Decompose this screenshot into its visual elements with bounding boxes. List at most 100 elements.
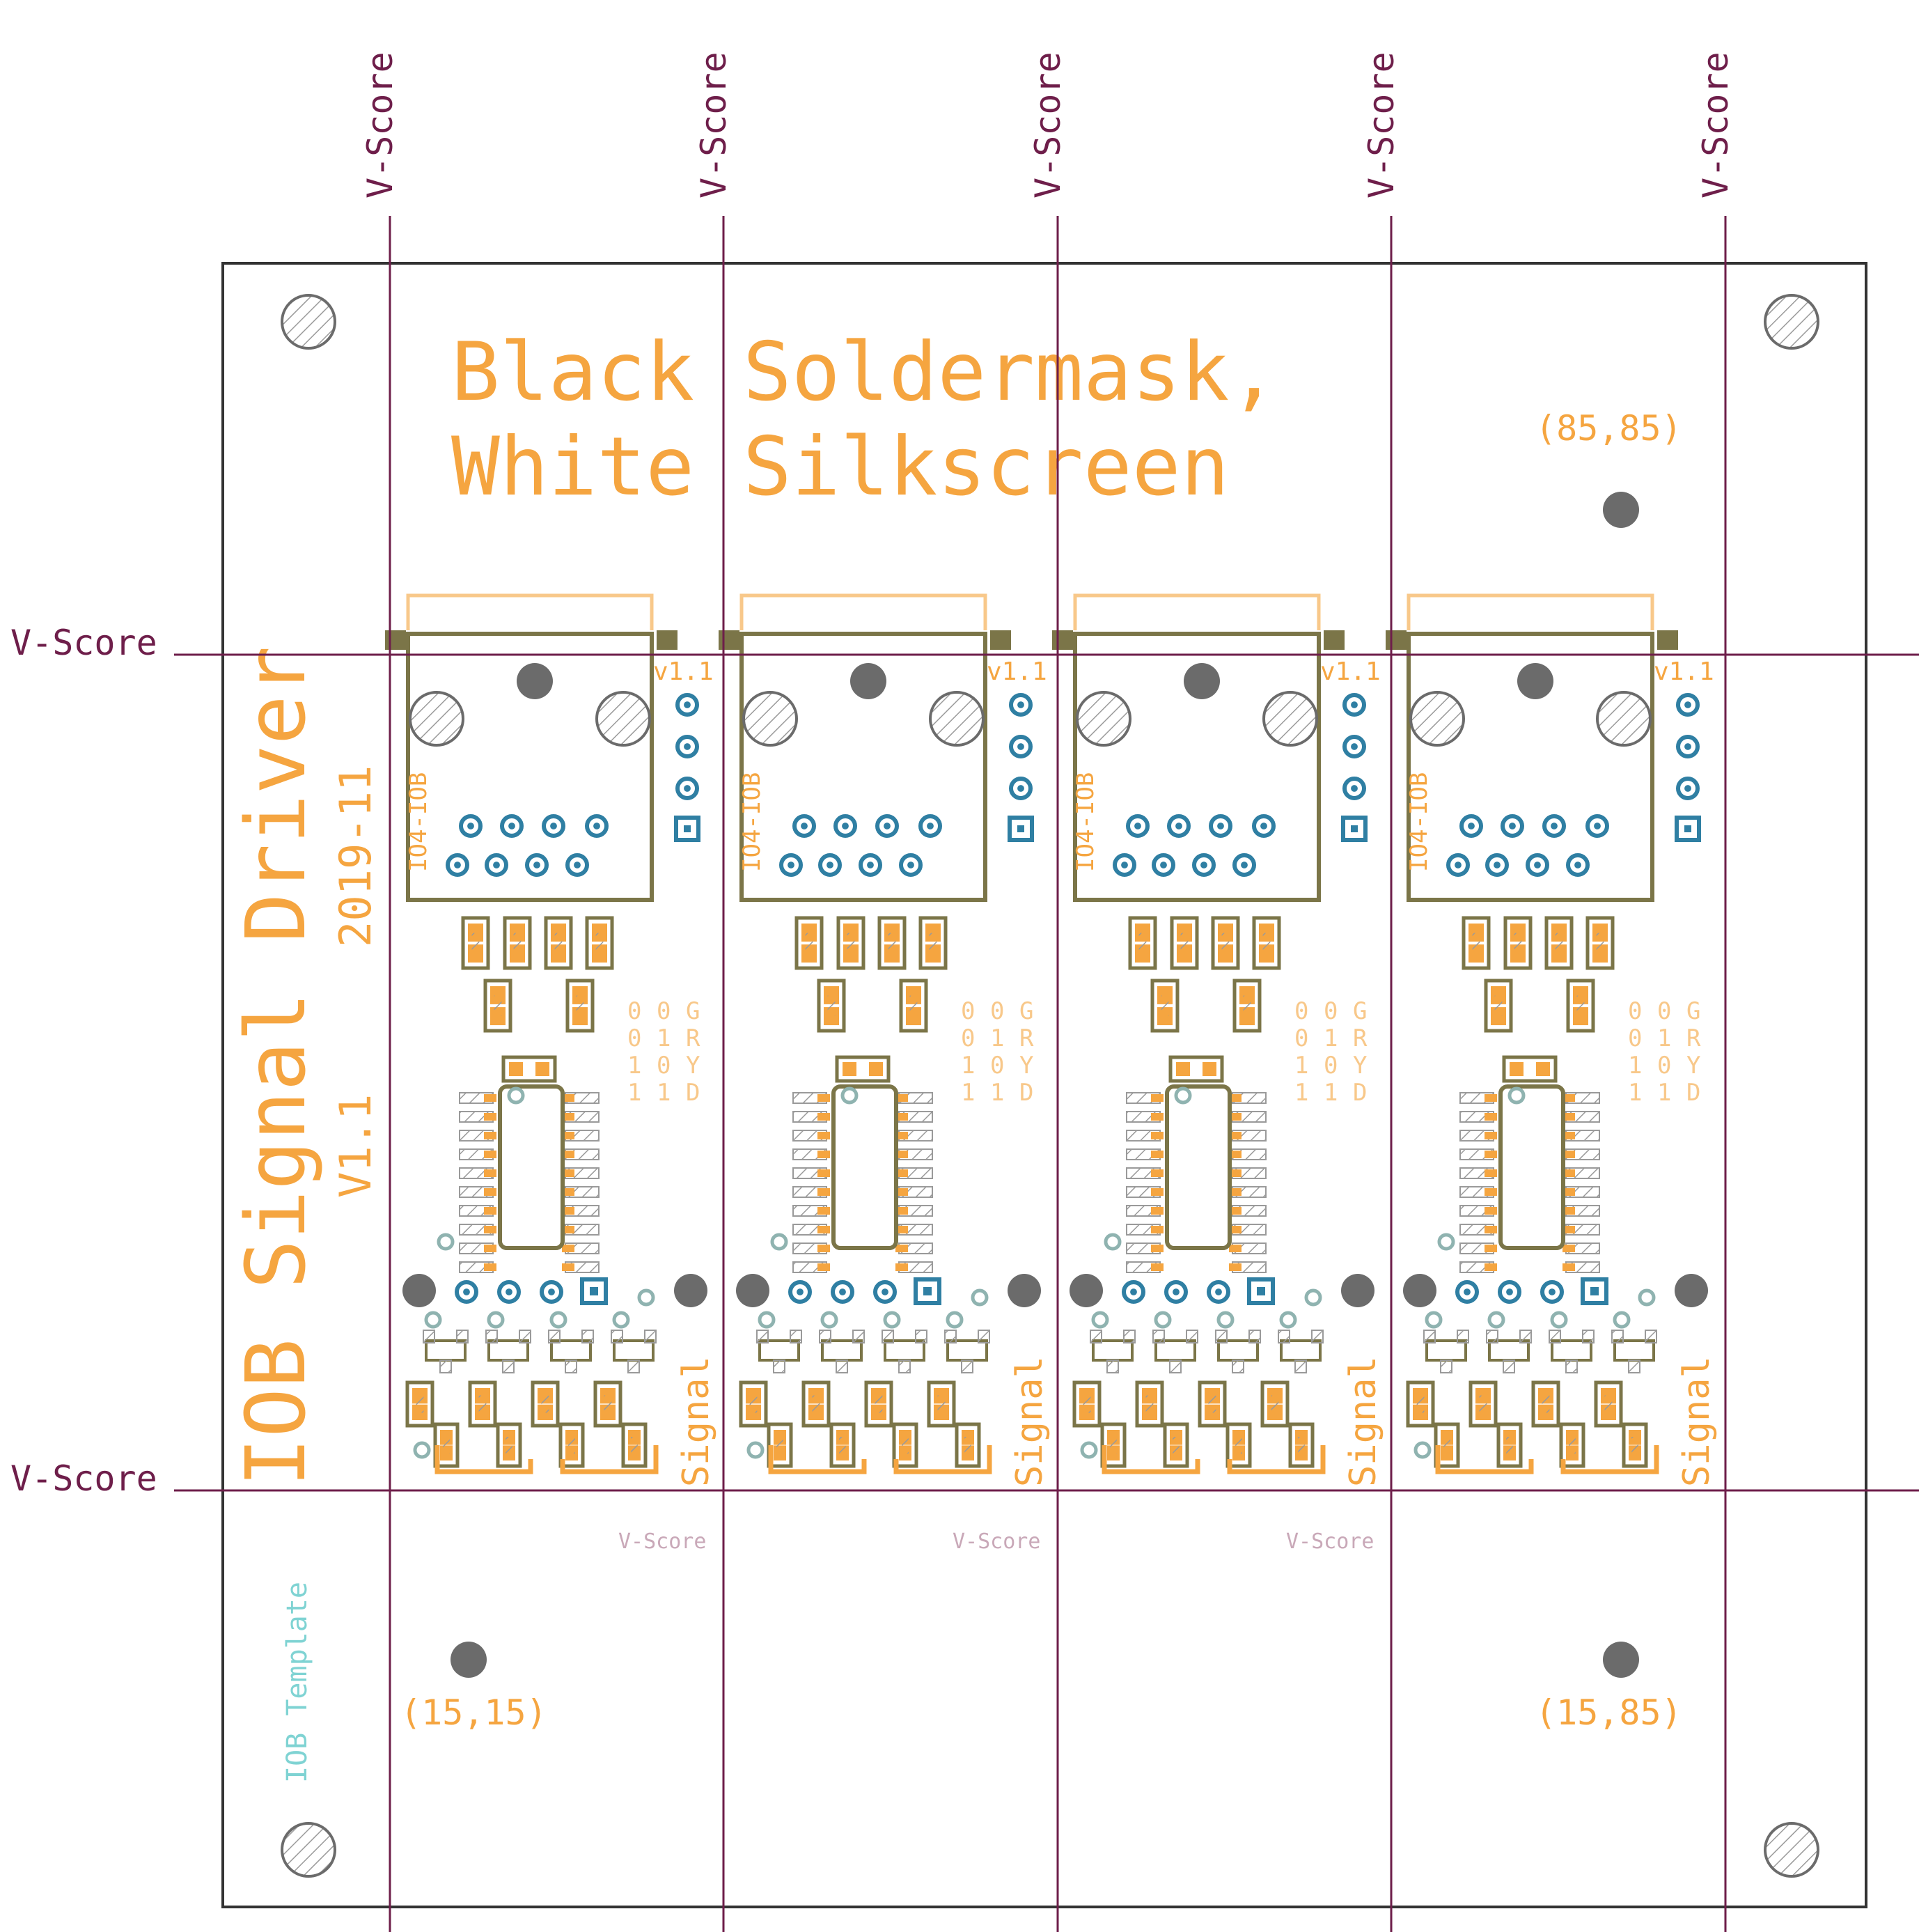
truth-table-c3-r3: Y — [1686, 1052, 1700, 1080]
connector-mount-hole-left — [1409, 691, 1465, 747]
resistor-row1-4 — [1252, 916, 1281, 970]
resistor-row1-1-pad-a — [801, 924, 817, 942]
truth-table-c3-r3: Y — [1353, 1052, 1367, 1080]
resistor-row1-3-pad-a — [551, 924, 566, 942]
ic-pad-right-5 — [895, 1169, 908, 1177]
transistor-4-pin-a — [611, 1330, 623, 1343]
ic-pad-right-6 — [1229, 1188, 1242, 1196]
module-version: v1.1 — [653, 657, 714, 686]
truth-table-c3-r4: D — [1353, 1079, 1367, 1107]
connector-mount-hole-right — [1262, 691, 1318, 747]
resistor-row2-2-pad-a — [572, 986, 588, 1004]
connector-pin-top-2-drill — [508, 823, 515, 829]
output-pin-3-drill — [882, 1288, 888, 1295]
truth-table-c3-r2: R — [686, 1025, 700, 1052]
header-pin-1-drill — [1684, 701, 1691, 708]
header-pin-square-drill — [1017, 825, 1024, 832]
ic-pin1-via — [1174, 1086, 1192, 1105]
resistor-row1-2-body — [1180, 933, 1189, 953]
connector-pin-bottom-3-drill — [533, 862, 540, 868]
resistor-row3-3-body — [541, 1395, 549, 1413]
connector-pin-top-4-drill — [1260, 823, 1267, 829]
resistor-row1-4-pad-a — [592, 924, 607, 942]
ic-pad-left-9 — [484, 1245, 496, 1252]
capacitor-pad-b — [869, 1062, 883, 1076]
resistor-row1-2-pad-b — [1510, 944, 1526, 963]
transistor-1 — [425, 1339, 467, 1362]
resistor-row3-3 — [531, 1380, 560, 1428]
resistor-row1-1-pad-b — [468, 944, 483, 963]
ic-corner-via — [437, 1233, 455, 1251]
connector-pin-top-2 — [1501, 814, 1524, 838]
truth-table-c1-r1: 0 — [1294, 997, 1308, 1025]
connector-pin-top-1-drill — [467, 823, 474, 829]
transistor-1-pin-a — [756, 1330, 769, 1343]
ic-pad-right-7 — [1562, 1207, 1575, 1215]
connector-pin-bottom-4-drill — [907, 862, 914, 868]
connector-pin-bottom-4-drill — [1241, 862, 1248, 868]
transistor-1-pin-b — [1457, 1330, 1469, 1343]
truth-table-c1-r2: 0 — [961, 1025, 975, 1052]
side-version: V1.1 — [330, 1094, 381, 1198]
resistor-row1-4-pad-a — [1259, 924, 1274, 942]
ic-pad-left-7 — [817, 1207, 830, 1215]
connector-body — [739, 632, 987, 902]
output-mount-hole-right — [1675, 1274, 1708, 1307]
resistor-row4-3-body — [1235, 1437, 1242, 1454]
truth-table-c2-r1: 0 — [990, 997, 1004, 1025]
silk-bracket-left — [768, 1445, 867, 1474]
resistor-row4-3 — [892, 1422, 918, 1468]
via-row-2 — [820, 1311, 838, 1329]
connector-pin-top-3 — [1542, 814, 1566, 838]
ic-pad-left-8 — [1485, 1226, 1497, 1233]
ic-pad-left-7 — [484, 1207, 496, 1215]
module-version: v1.1 — [987, 657, 1047, 686]
via-row-3 — [1550, 1311, 1568, 1329]
resistor-row3-2-body — [812, 1395, 820, 1413]
bottom-via — [1080, 1441, 1098, 1459]
transistor-2-pin-b — [1519, 1330, 1532, 1343]
truth-table-c3-r3: Y — [1019, 1052, 1033, 1080]
header-pin-1-drill — [1351, 701, 1358, 708]
ic-pad-right-2 — [562, 1113, 574, 1121]
truth-table-c3-r4: D — [686, 1079, 700, 1107]
connector-pin-top-1 — [1126, 814, 1150, 838]
output-pin-2 — [1164, 1280, 1188, 1304]
connector-pin-top-2-drill — [1509, 823, 1516, 829]
via-row-3 — [549, 1311, 567, 1329]
resistor-row2-1-pad-b — [824, 1007, 839, 1025]
resistor-row3-1-body — [1416, 1395, 1425, 1413]
truth-table-c3-r1: G — [1353, 997, 1367, 1025]
connector-pin-top-3-drill — [884, 823, 891, 829]
transistor-1-pin-c — [1440, 1360, 1452, 1373]
ic-pad-left-10 — [817, 1263, 830, 1271]
resistor-row1-4-body — [929, 933, 937, 953]
resistor-row1-3-pad-a — [884, 924, 900, 942]
output-mount-hole-left — [736, 1274, 769, 1307]
truth-table-c2-r2: 1 — [657, 1025, 671, 1052]
ic-pad-right-6 — [895, 1188, 908, 1196]
ic-pad-right-8 — [1229, 1226, 1242, 1233]
ic-pad-right-4 — [1229, 1151, 1242, 1158]
connector-label: IO4-IOB — [405, 772, 432, 872]
output-pin-3 — [1207, 1280, 1230, 1304]
connector-pin-top-1-drill — [1134, 823, 1141, 829]
truth-table-c1-r1: 0 — [627, 997, 641, 1025]
resistor-row4-3-body — [1569, 1437, 1576, 1454]
via-row-1 — [424, 1311, 442, 1329]
output-mount-hole-left — [1403, 1274, 1436, 1307]
resistor-row1-3-pad-a — [1218, 924, 1233, 942]
transistor-4-pin-a — [1611, 1330, 1624, 1343]
output-pin-3-drill — [1215, 1288, 1222, 1295]
truth-table-c2-r2: 1 — [1324, 1025, 1338, 1052]
via-row-3 — [1216, 1311, 1235, 1329]
transistor-3 — [550, 1339, 592, 1362]
transistor-2 — [487, 1339, 529, 1362]
side-date: 2019-11 — [330, 765, 381, 947]
module-instances: IO4-IOBv1.100110101GRYDSignalIO4-IOBv1.1… — [385, 593, 1718, 1487]
header-pin-square-drill — [1351, 825, 1358, 832]
header-pin-1 — [1342, 693, 1366, 717]
vscore-label-vertical-3: V-Score — [1028, 52, 1068, 198]
ic-pad-left-8 — [1151, 1226, 1164, 1233]
connector-pin-bottom-3-drill — [1534, 862, 1541, 868]
